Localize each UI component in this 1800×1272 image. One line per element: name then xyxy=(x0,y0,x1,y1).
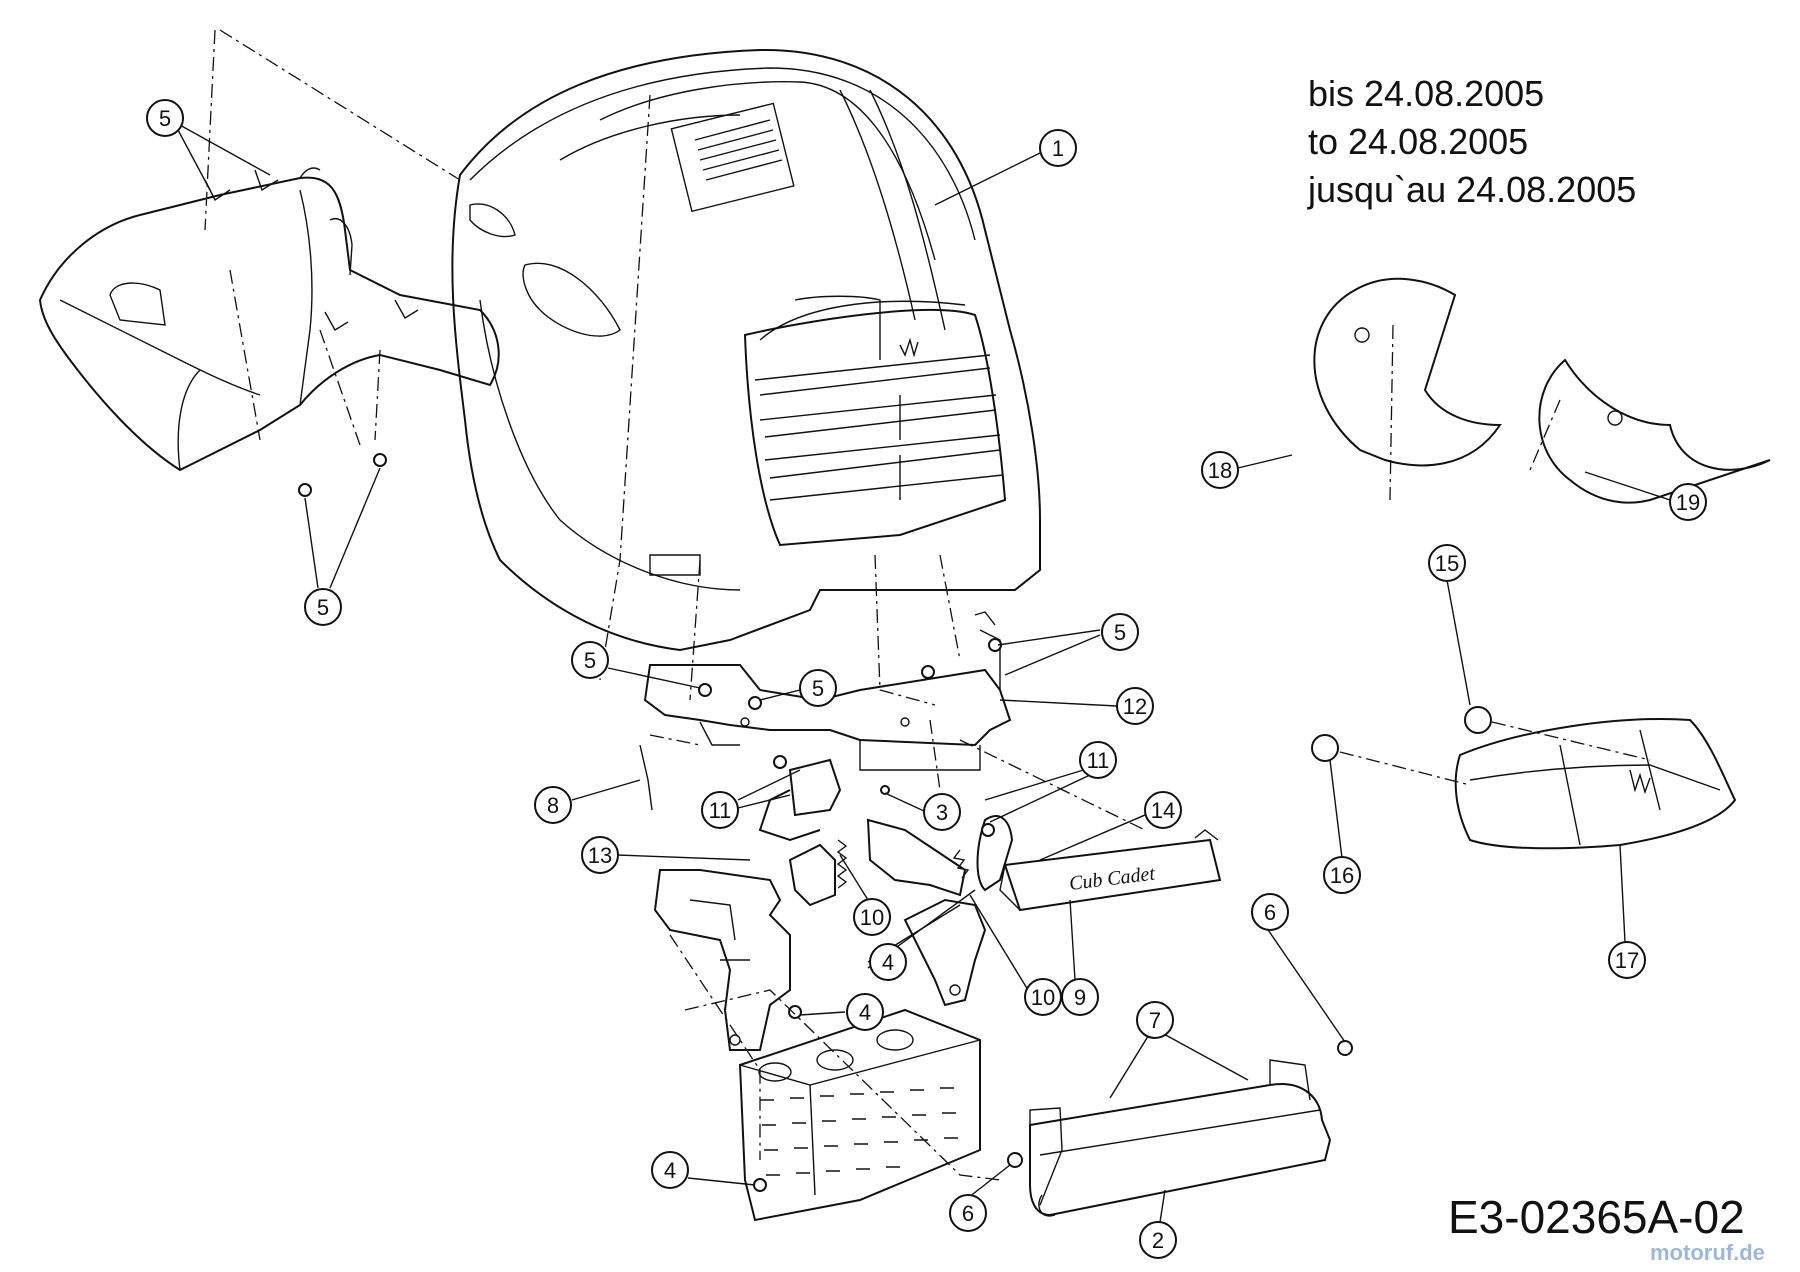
callout-balloon xyxy=(1139,1221,1177,1259)
validity-de: bis 24.08.2005 xyxy=(1308,73,1545,114)
callout-balloon xyxy=(571,641,609,679)
callout-number: 10 xyxy=(860,905,884,930)
hardware-parts xyxy=(298,453,1353,1192)
callout-number: 12 xyxy=(1123,694,1147,719)
callout-number: 16 xyxy=(1330,863,1354,888)
callout-number: 5 xyxy=(159,106,171,131)
callout-number: 18 xyxy=(1208,458,1232,483)
callout-number: 5 xyxy=(584,648,596,673)
callout-balloon xyxy=(1669,483,1707,521)
callout-balloon xyxy=(534,786,572,824)
callout-number: 3 xyxy=(936,800,948,825)
callout-number: 7 xyxy=(1149,1008,1161,1033)
callout-number: 11 xyxy=(709,798,732,823)
callout-number: 4 xyxy=(882,950,894,975)
dash-panel-part xyxy=(38,167,500,472)
callout-balloon xyxy=(846,993,884,1031)
hood-part xyxy=(451,48,1041,652)
callout-balloon xyxy=(1116,687,1154,725)
callout-balloon xyxy=(1101,613,1139,651)
callout-number: 14 xyxy=(1151,798,1175,823)
hinge-assembly xyxy=(653,755,1014,1051)
callout-number: 5 xyxy=(1114,620,1126,645)
decal-left-part xyxy=(1313,277,1502,467)
callout-number: 4 xyxy=(664,1158,676,1183)
brand-plate-logo: Cub Cadet xyxy=(1068,863,1157,895)
callout-number: 1 xyxy=(1052,136,1064,161)
callout-balloon xyxy=(799,669,837,707)
callout-balloon xyxy=(581,836,619,874)
callout-balloon xyxy=(701,791,739,829)
callout-balloon xyxy=(1323,856,1361,894)
callout-number: 10 xyxy=(1031,985,1055,1010)
callout-balloon xyxy=(1144,791,1182,829)
callout-number: 2 xyxy=(1152,1228,1164,1253)
validity-note: bis 24.08.2005 to 24.08.2005 jusqu`au 24… xyxy=(1308,70,1636,214)
callout-balloon xyxy=(1201,451,1239,489)
validity-en: to 24.08.2005 xyxy=(1308,121,1529,162)
callout-number: 9 xyxy=(1074,985,1086,1010)
callout-number: 19 xyxy=(1676,490,1700,515)
callout-balloon xyxy=(1039,129,1077,167)
callout-balloon xyxy=(853,898,891,936)
callout-balloon xyxy=(1136,1001,1174,1039)
callout-number: 4 xyxy=(859,1000,871,1025)
callout-balloon xyxy=(869,943,907,981)
assembly-lines xyxy=(204,29,1651,1181)
callout-balloon xyxy=(1024,978,1062,1016)
callout-balloon xyxy=(146,99,184,137)
callouts: 1 2 3 4 4 4 5 5 5 5 5 xyxy=(146,99,1707,1259)
heat-shield-part xyxy=(738,1008,981,1222)
callout-number: 13 xyxy=(588,843,612,868)
callout-number: 15 xyxy=(1435,551,1459,576)
decal-right-part xyxy=(1538,358,1771,504)
callout-balloon xyxy=(1608,941,1646,979)
watermark-logo: motoruf.de xyxy=(1650,1240,1765,1265)
callout-number: 8 xyxy=(547,793,559,818)
callout-balloon xyxy=(949,1194,987,1232)
callout-balloon xyxy=(304,588,342,626)
callout-balloon xyxy=(1079,741,1117,779)
callout-balloon xyxy=(923,793,961,831)
callout-number: 6 xyxy=(1264,900,1276,925)
diagram-code: E3-02365A-02 xyxy=(1448,1191,1745,1243)
callout-number: 17 xyxy=(1615,948,1639,973)
callout-balloon xyxy=(1428,544,1466,582)
headlight-lens-part xyxy=(1311,706,1737,850)
callout-number: 6 xyxy=(962,1201,974,1226)
grille-plate-part: Cub Cadet xyxy=(999,829,1222,912)
callout-number: 11 xyxy=(1087,748,1110,773)
callout-balloon xyxy=(651,1151,689,1189)
validity-fr: jusqu`au 24.08.2005 xyxy=(1308,169,1637,210)
callout-number: 5 xyxy=(317,595,329,620)
callout-balloon xyxy=(1251,893,1289,931)
front-bumper-part xyxy=(1029,1059,1332,1217)
callout-number: 5 xyxy=(812,676,824,701)
